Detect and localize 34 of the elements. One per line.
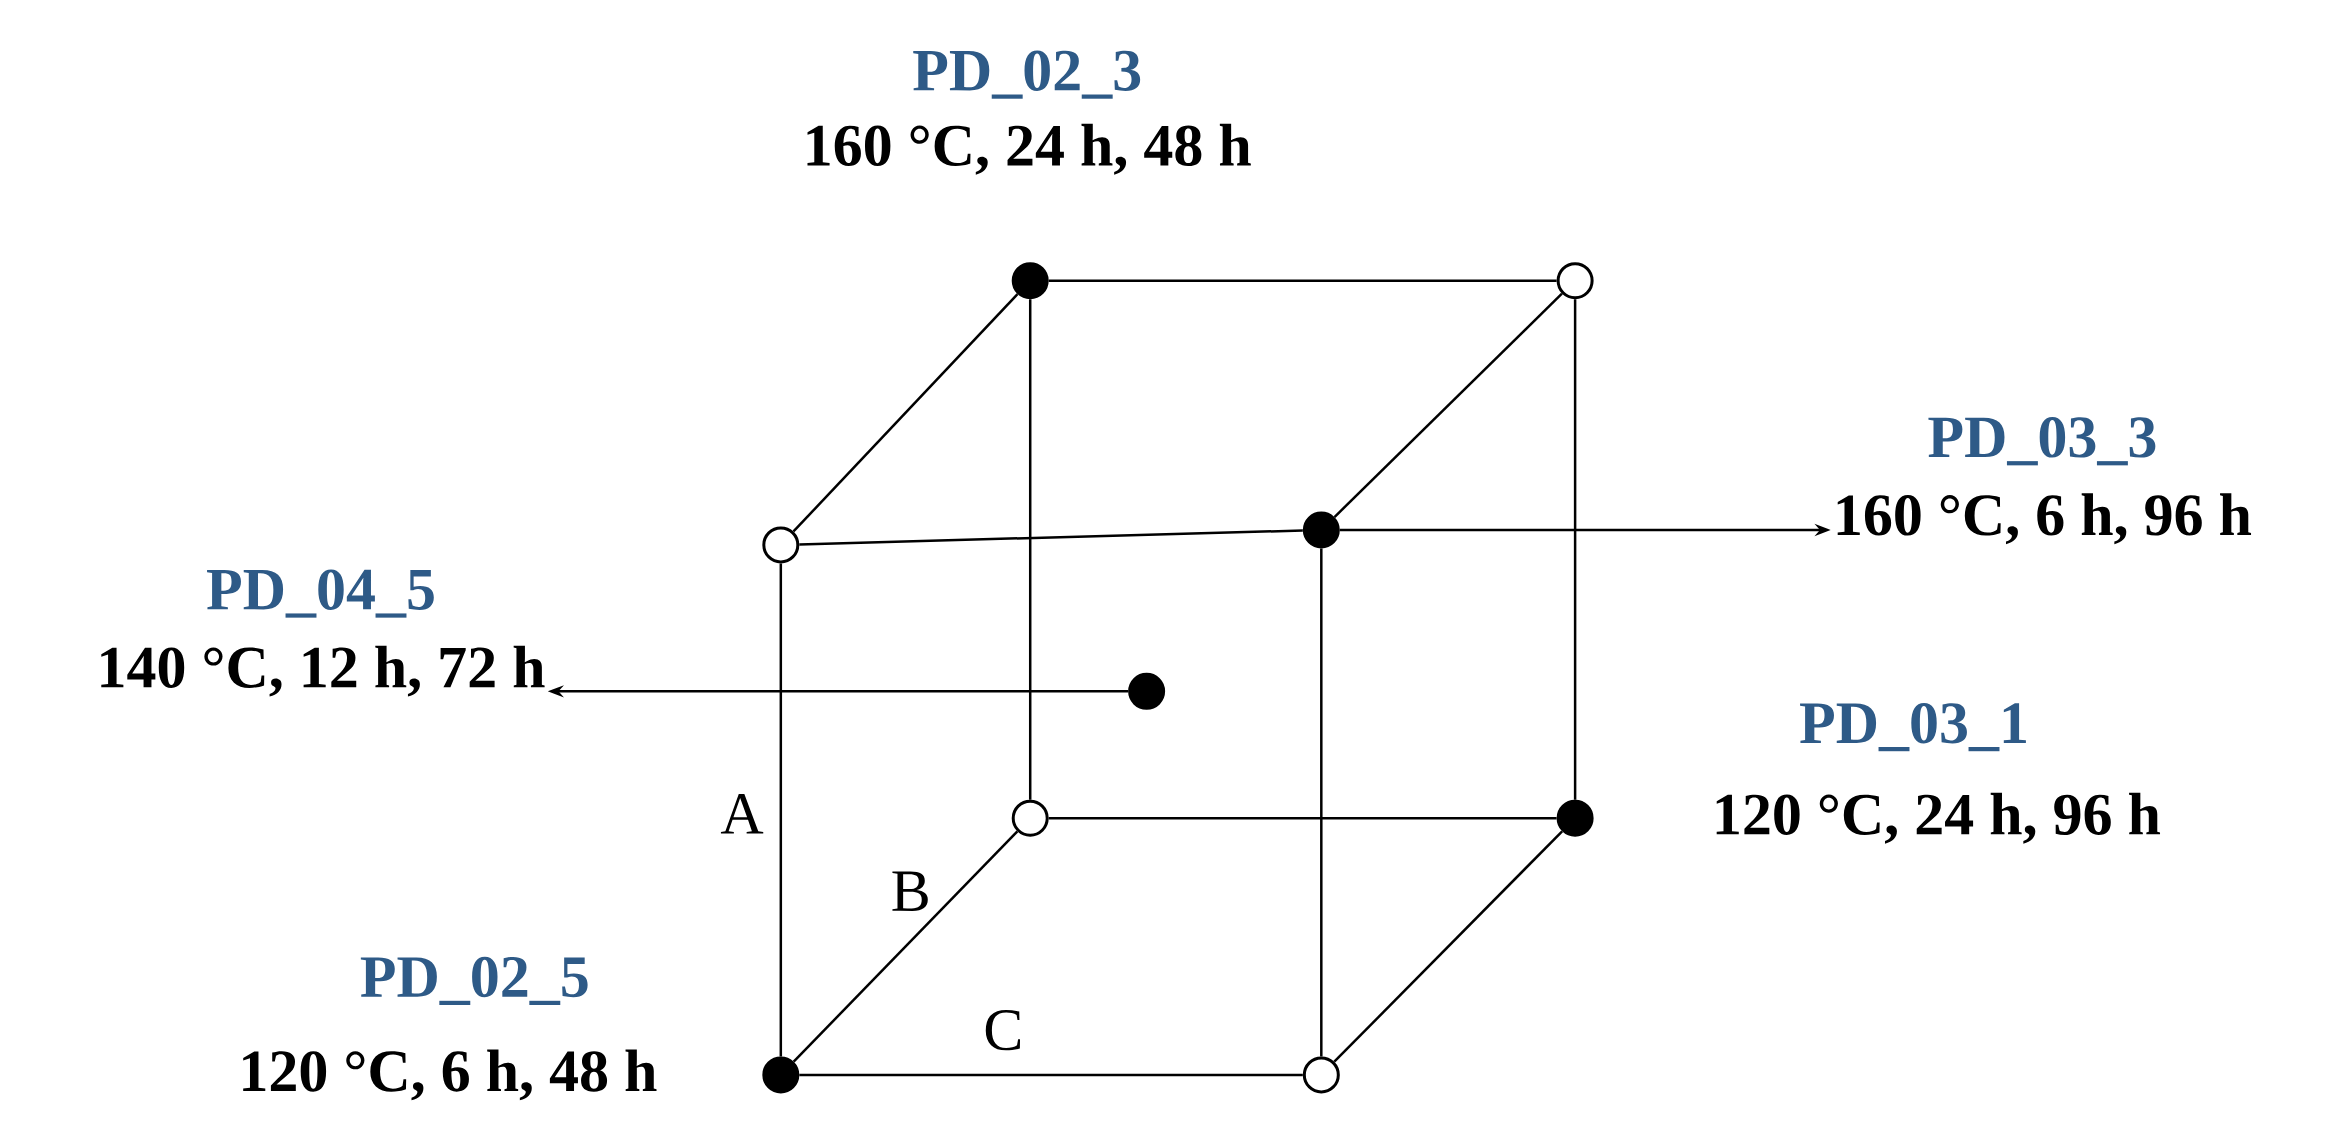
filled-dot	[1302, 511, 1340, 549]
cube-edge	[799, 529, 1303, 546]
condition-label: 120 °C, 6 h, 48 h	[243, 1049, 657, 1101]
heading: PD_02_5	[360, 956, 588, 1005]
cube-edge	[1333, 830, 1563, 1063]
heading: PD_03_1	[1800, 703, 2026, 752]
cube-edge	[1048, 279, 1557, 282]
filled-dot	[1556, 799, 1594, 837]
cube-edge	[799, 1073, 1303, 1077]
axis-label: A	[720, 793, 764, 834]
cube-edge	[1573, 299, 1577, 800]
condition-label: 160 °C, 6 h, 96 h	[1837, 493, 2252, 545]
cube-edge	[1333, 292, 1563, 518]
cube-edge	[1048, 816, 1557, 820]
open-dot	[1556, 262, 1594, 300]
axis-label: B	[892, 871, 928, 912]
heading: PD_04_5	[207, 569, 434, 618]
cube-edge	[779, 563, 783, 1057]
open-dot	[762, 526, 800, 564]
open-dot	[1302, 1056, 1340, 1094]
axis-label: C	[985, 1010, 1020, 1051]
condition-label: 160 °C, 24 h, 48 h	[807, 123, 1251, 175]
condition-label: 140 °C, 12 h, 72 h	[101, 645, 545, 697]
open-dot	[1011, 799, 1049, 837]
cube-edge	[1320, 548, 1323, 1057]
filled-dot	[1128, 672, 1166, 710]
cube-edge	[792, 293, 1019, 533]
cube-edge	[792, 830, 1019, 1063]
filled-dot	[1011, 262, 1049, 300]
filled-dot	[762, 1056, 800, 1094]
heading: PD_02_3	[913, 50, 1141, 99]
heading: PD_03_3	[1928, 417, 2156, 466]
cube-edge	[1028, 299, 1032, 800]
condition-label: 120 °C, 24 h, 96 h	[1716, 792, 2161, 844]
